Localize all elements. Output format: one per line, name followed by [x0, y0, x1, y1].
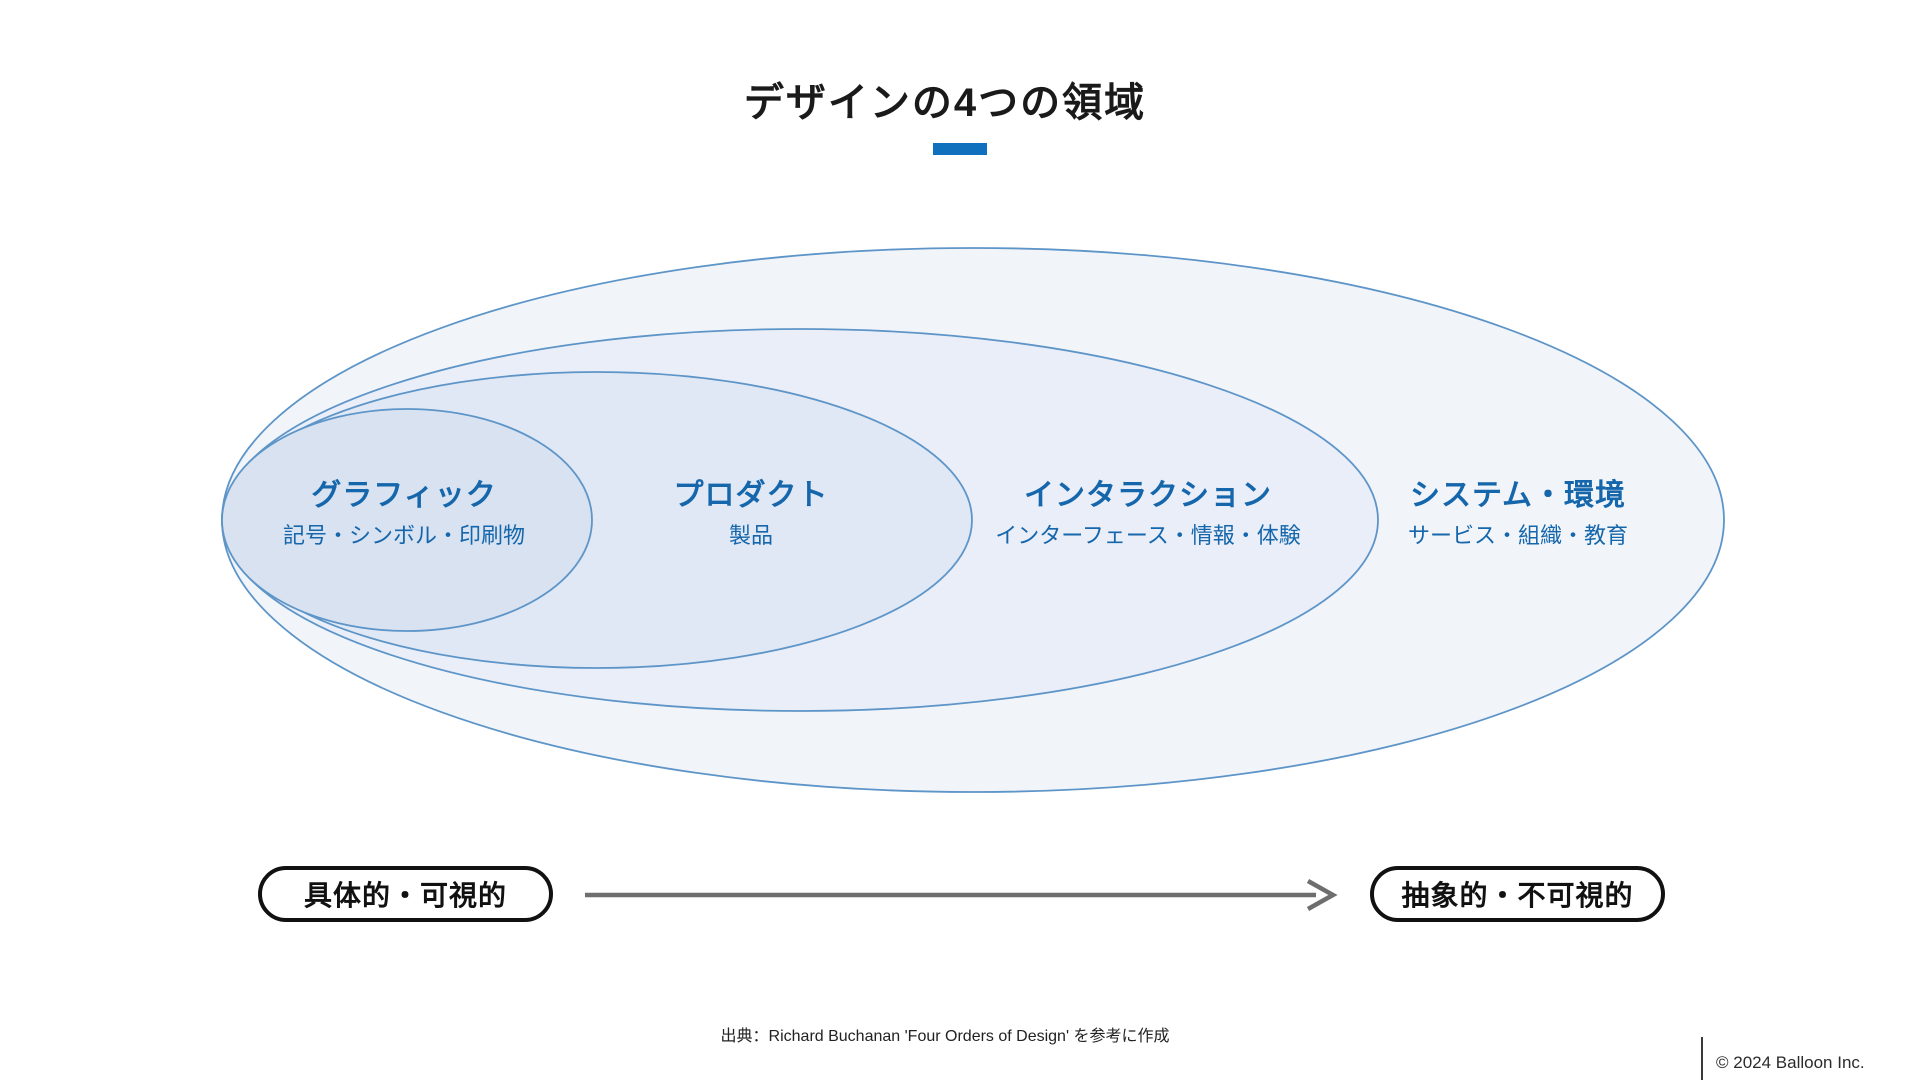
ring-label-sub: 記号・シンボル・印刷物 [282, 523, 526, 548]
abstract-invisible-label: 抽象的・不可視的 [1401, 880, 1634, 911]
ring-label-main: プロダクト [673, 479, 829, 512]
copyright-text: © 2024 Balloon Inc. [1716, 1053, 1865, 1072]
ring-label-sub: 製品 [728, 523, 773, 548]
ring-label-system-environment: システム・環境サービス・組織・教育 [1408, 478, 1628, 550]
ring-ellipse-graphic [221, 408, 593, 632]
axis-arrow-head [1306, 879, 1338, 911]
source-note: 出典：Richard Buchanan 'Four Orders of Desi… [720, 1028, 1170, 1045]
copyright-divider [1701, 1037, 1703, 1080]
ring-label-main: グラフィック [311, 479, 497, 512]
ring-label-main: システム・環境 [1409, 479, 1627, 512]
title-accent-bar [933, 143, 987, 155]
ring-label-main: インタラクション [1024, 479, 1272, 512]
concrete-visible-label: 具体的・可視的 [303, 880, 507, 911]
ring-label-sub: インターフェース・情報・体験 [995, 523, 1301, 548]
page-title: デザインの4つの領域 [743, 81, 1147, 125]
concrete-visible-pill: 具体的・可視的 [258, 866, 553, 922]
ring-label-product: プロダクト製品 [674, 478, 829, 550]
ring-label-graphic: グラフィック記号・シンボル・印刷物 [283, 478, 525, 550]
abstract-invisible-pill: 抽象的・不可視的 [1370, 866, 1665, 922]
ring-label-sub: サービス・組織・教育 [1407, 523, 1629, 548]
ring-label-interaction: インタラクションインターフェース・情報・体験 [995, 478, 1301, 550]
